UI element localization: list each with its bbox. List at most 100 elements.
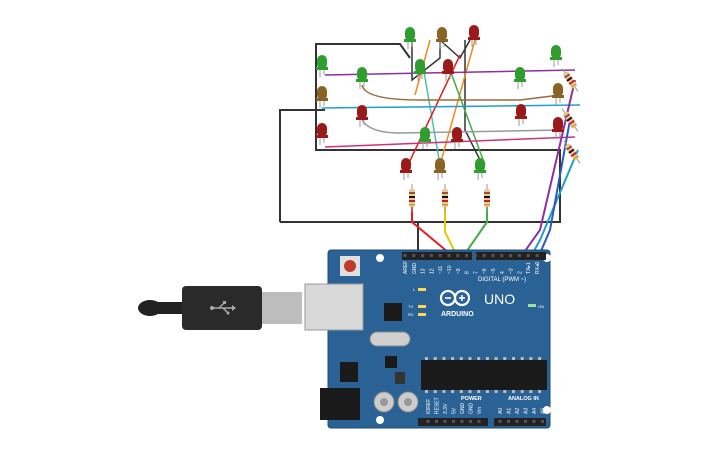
led-tx-indicator — [418, 305, 426, 308]
usb-chip — [384, 303, 402, 321]
led-red[interactable] — [400, 158, 412, 180]
header-pin[interactable] — [469, 420, 472, 423]
wire-brown-row[interactable] — [361, 84, 561, 101]
chip-pin — [503, 390, 507, 393]
header-pin[interactable] — [421, 254, 425, 257]
chip-pin — [433, 357, 437, 360]
pin-label: 3.3V — [443, 403, 449, 414]
usb-icon — [210, 301, 236, 315]
pin-label: ~6 — [482, 268, 488, 274]
led-green[interactable] — [316, 55, 328, 77]
header-pin[interactable] — [507, 420, 510, 423]
power-header-label: POWER — [461, 396, 482, 402]
led-tx-label: TX — [408, 304, 413, 309]
led-green[interactable] — [404, 27, 416, 49]
header-pin[interactable] — [435, 420, 438, 423]
chip-pin — [494, 357, 498, 360]
brand-label: ARDUINO — [441, 311, 474, 318]
led-red[interactable] — [468, 25, 480, 47]
led-green[interactable] — [514, 67, 526, 89]
reset-button-cap[interactable] — [344, 260, 356, 272]
chip-pin — [529, 357, 533, 360]
led-brown[interactable] — [552, 83, 564, 105]
resistor[interactable] — [409, 184, 415, 212]
header-pin[interactable] — [456, 254, 460, 257]
led-brown[interactable] — [436, 27, 448, 49]
header-pin[interactable] — [438, 254, 442, 257]
header-pin[interactable] — [524, 420, 527, 423]
mount-hole — [543, 406, 551, 414]
led-red[interactable] — [316, 123, 328, 145]
led-red[interactable] — [442, 59, 454, 81]
header-pin[interactable] — [509, 254, 513, 257]
wire-black-top[interactable] — [315, 43, 411, 60]
header-pin[interactable] — [477, 420, 481, 423]
pin-label: ~11 — [438, 266, 444, 274]
resistor[interactable] — [562, 139, 583, 165]
resistor[interactable] — [442, 184, 448, 212]
usb-strain-relief — [150, 302, 185, 314]
led-brown[interactable] — [434, 158, 446, 180]
resistor[interactable] — [484, 184, 490, 212]
wire-green-cross[interactable] — [449, 69, 486, 166]
resistor[interactable] — [560, 67, 581, 93]
header-pin[interactable] — [452, 420, 455, 423]
led-green[interactable] — [419, 127, 431, 149]
wire-purple-pin4[interactable] — [519, 79, 576, 259]
chip-pin — [538, 390, 542, 393]
led-brown[interactable] — [316, 86, 328, 108]
led-green[interactable] — [356, 67, 368, 89]
header-pin[interactable] — [498, 420, 502, 423]
wire-black-gnd-loop[interactable] — [279, 109, 325, 222]
led-red[interactable] — [356, 105, 368, 127]
header-pin[interactable] — [515, 420, 519, 423]
led-red[interactable] — [552, 117, 564, 139]
wire-orange-2[interactable] — [439, 39, 476, 166]
header-pin[interactable] — [426, 420, 430, 423]
wire-black-mid[interactable] — [464, 40, 481, 161]
header-pin[interactable] — [535, 254, 539, 257]
header-pin[interactable] — [429, 254, 433, 257]
led-green[interactable] — [414, 59, 426, 81]
header-pin[interactable] — [465, 254, 469, 257]
header-pin[interactable] — [532, 420, 536, 423]
pin-label: A5 — [541, 408, 547, 414]
header-pin[interactable] — [500, 254, 504, 257]
chip-pin — [468, 357, 472, 360]
wire-black-common[interactable] — [315, 60, 561, 223]
header-pin[interactable] — [447, 254, 451, 257]
resistor[interactable] — [560, 107, 581, 133]
header-pin[interactable] — [517, 254, 521, 257]
header-pin[interactable] — [541, 420, 544, 423]
header-pin[interactable] — [526, 254, 530, 257]
header-pin[interactable] — [482, 254, 486, 257]
chip-pin — [459, 357, 463, 360]
usb-cable[interactable] — [138, 286, 302, 330]
chip-pin — [538, 357, 542, 360]
on-label: ON — [538, 304, 544, 309]
header-pin[interactable] — [491, 254, 495, 257]
header-pin[interactable] — [473, 254, 477, 257]
pin-label: GND — [469, 403, 475, 415]
power-jack — [320, 388, 360, 420]
led-green[interactable] — [474, 158, 486, 180]
chip-pin — [485, 390, 489, 393]
header-pin[interactable] — [412, 254, 416, 257]
chip-pin — [494, 390, 498, 393]
header-pin[interactable] — [403, 254, 407, 257]
wire-magenta-row[interactable] — [324, 136, 576, 148]
leds — [316, 25, 564, 180]
led-green[interactable] — [550, 45, 562, 67]
led-red[interactable] — [515, 104, 527, 126]
wire-yellow-pin9[interactable] — [444, 205, 459, 259]
wire-blue-pin2[interactable] — [537, 119, 571, 259]
pin-label: AREF — [403, 261, 409, 274]
header-pin[interactable] — [460, 420, 464, 423]
chip-pin — [520, 390, 524, 393]
header-pin[interactable] — [443, 420, 447, 423]
led-red[interactable] — [451, 127, 463, 149]
pin-label: A1 — [507, 408, 513, 414]
wire-teal[interactable] — [421, 59, 441, 166]
